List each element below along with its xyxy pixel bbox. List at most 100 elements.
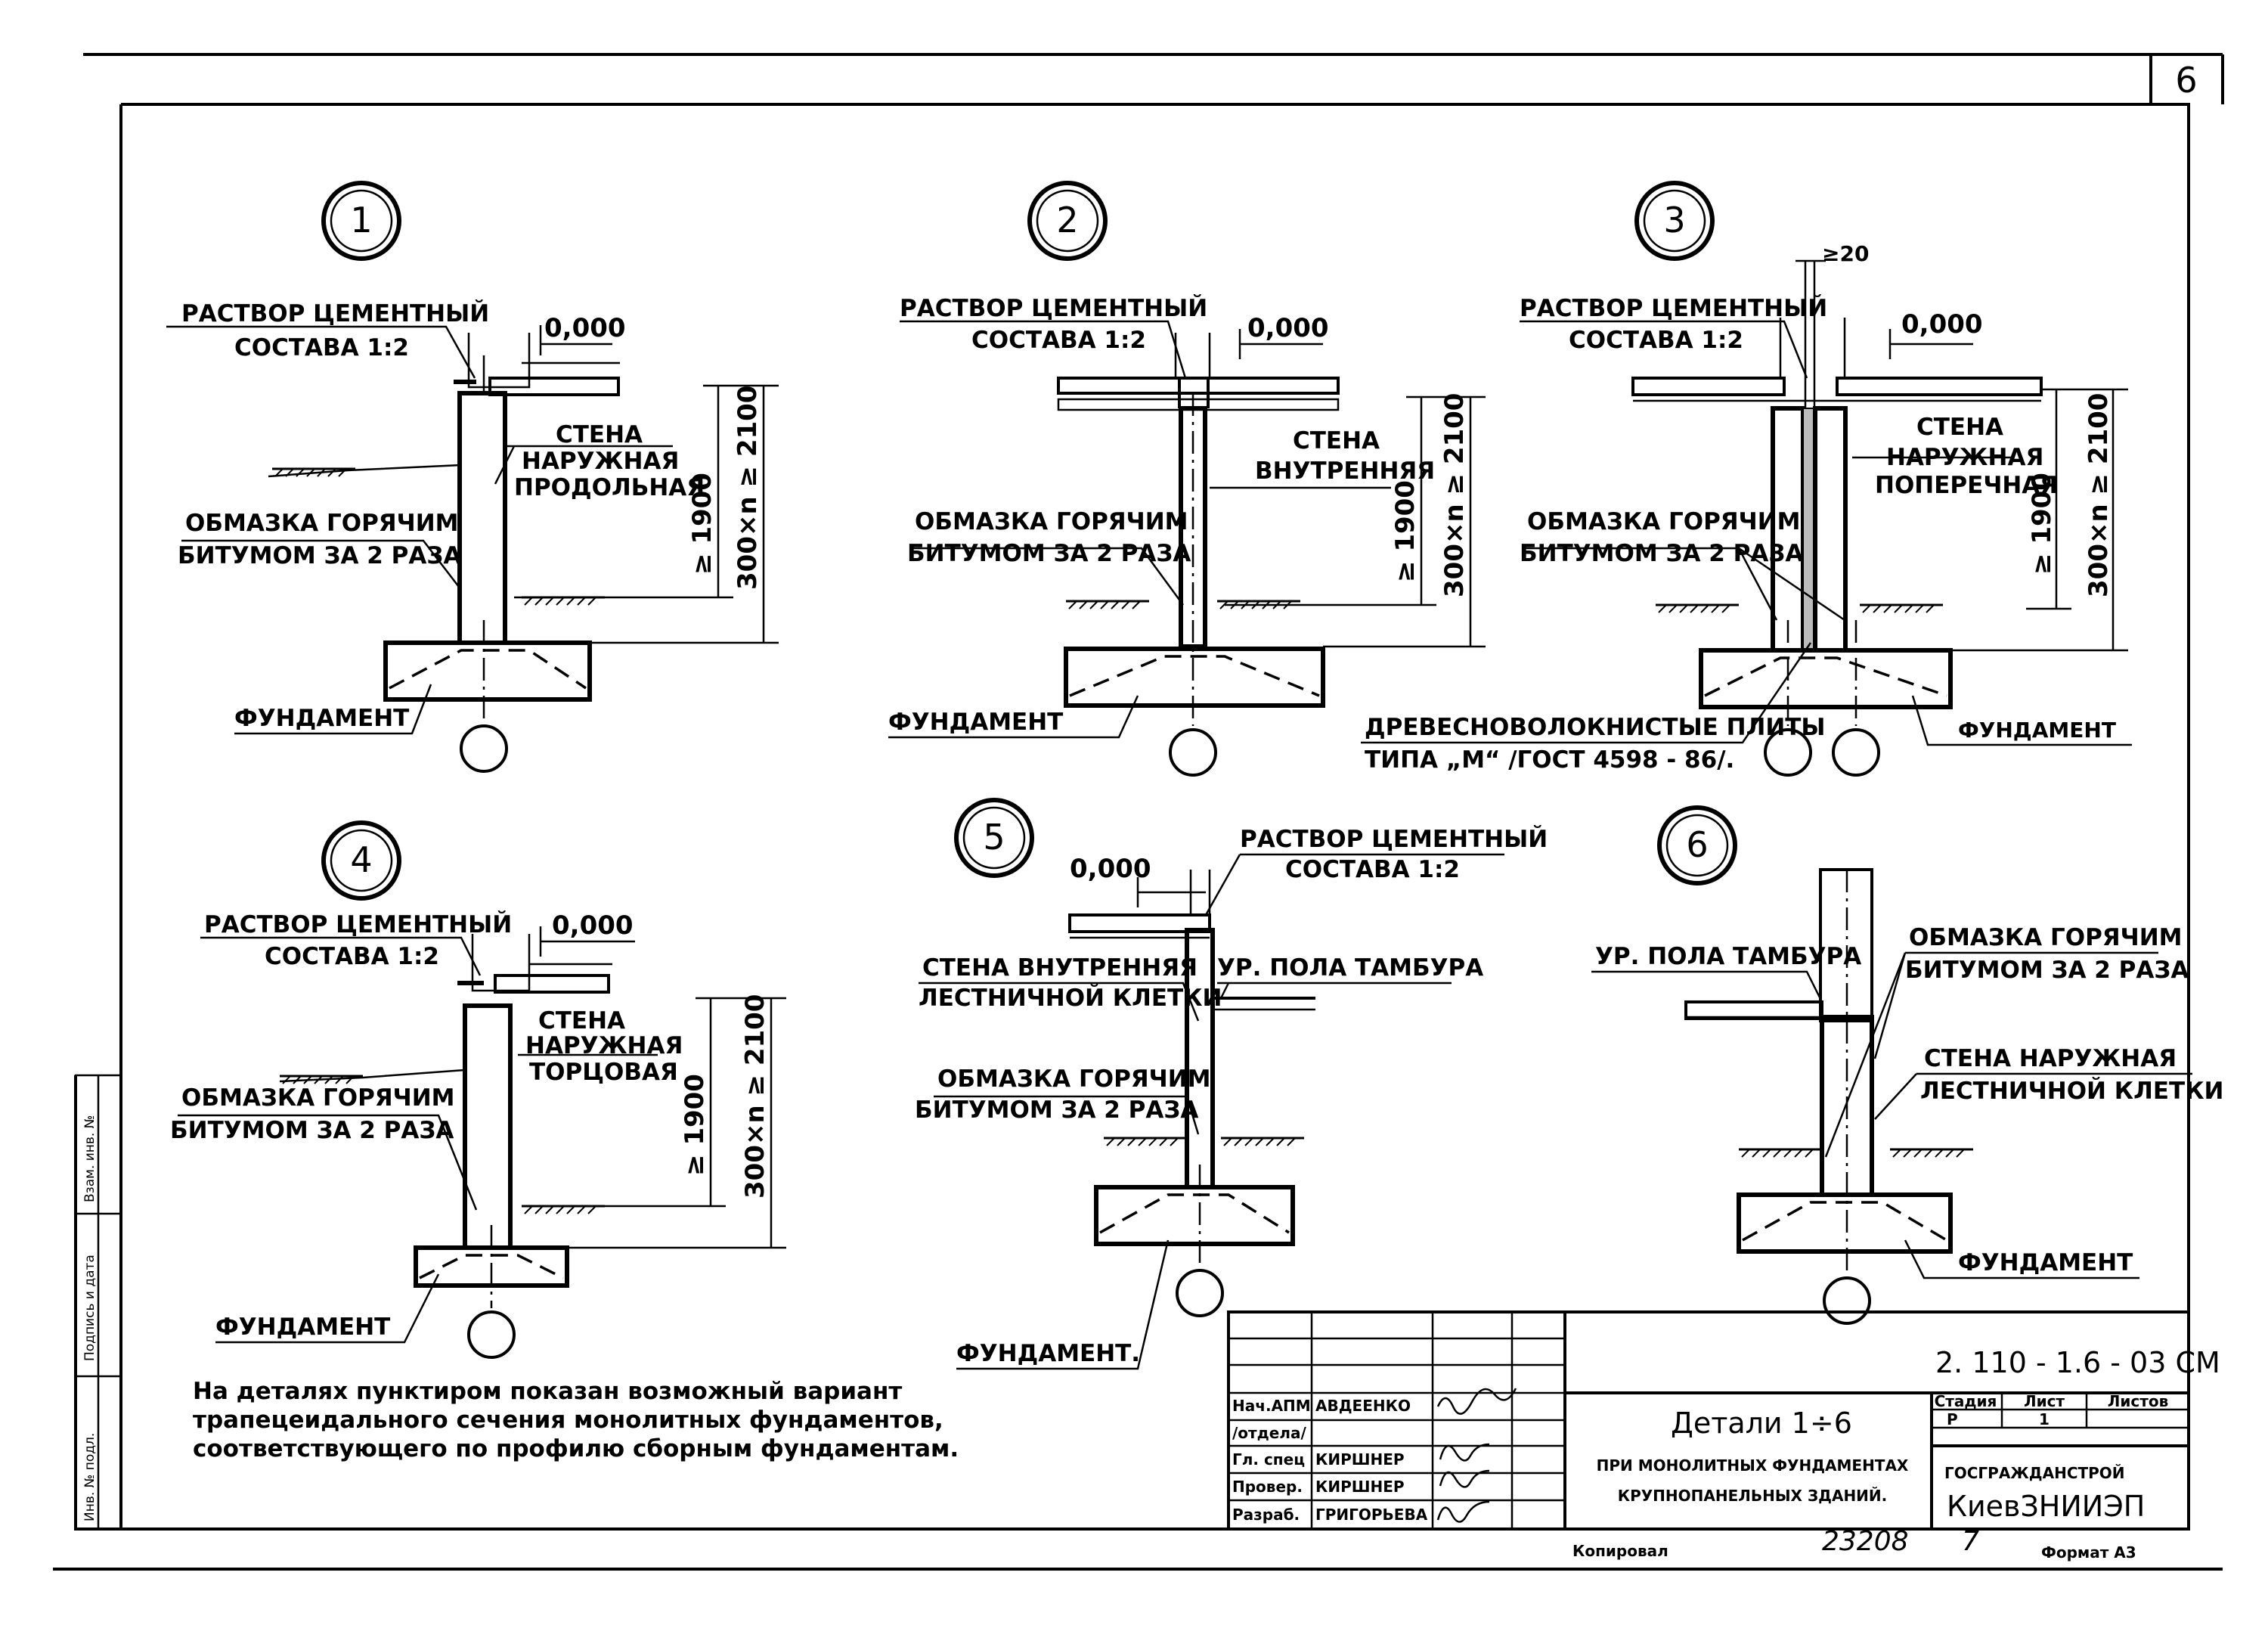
detail-1-dim-b: 300×n ≥ 2100 [733,386,763,590]
svg-text:1: 1 [350,200,372,240]
detail-1-coating-1: ОБМАЗКА ГОРЯЧИМ [185,510,459,537]
detail-4-dim-a: ≥ 1900 [680,1074,710,1176]
detail-3-level: 0,000 [1901,309,1983,340]
detail-4-wall-3: ТОРЦОВАЯ [529,1059,678,1086]
title-block-stage: Р [1947,1410,1958,1428]
detail-1-mortar-1: РАСТВОР ЦЕМЕНТНЫЙ [181,300,489,327]
detail-1-marker [321,181,401,261]
detail-4-dim-b: 300×n ≥ 2100 [740,994,770,1199]
detail-1-foundation [383,640,592,702]
detail-3-wall-2: НАРУЖНАЯ [1886,444,2043,471]
detail-3-foundation: ФУНДАМЕНТ [1958,718,2116,743]
note-line-2: трапецеидального сечения монолитных фунд… [193,1407,943,1434]
detail-4-level: 0,000 [552,910,634,941]
detail-5-foundation [1094,1185,1295,1246]
person-role-3: Провер. [1232,1478,1303,1496]
person-name-2: КИРШНЕР [1315,1450,1405,1469]
detail-4-wall-2: НАРУЖНАЯ [525,1032,683,1059]
detail-3-boards-1: ДРЕВЕСНОВОЛОКНИСТЫЕ ПЛИТЫ [1365,714,1826,741]
detail-3-wall-right [1813,406,1848,653]
title-block-code: 2. 110 - 1.6 - 03 СМ [1935,1346,2220,1379]
detail-2-coating-1: ОБМАЗКА ГОРЯЧИМ [915,508,1188,535]
detail-4-wall-1: СТЕНА [538,1007,625,1034]
detail-1-coating-2: БИТУМОМ ЗА 2 РАЗА [178,542,461,569]
detail-4-coating-1: ОБМАЗКА ГОРЯЧИМ [181,1084,455,1112]
detail-3-wall-3: ПОПЕРЕЧНАЯ [1875,472,2058,499]
detail-1-wall [457,391,507,645]
detail-3-mortar-2: СОСТАВА 1:2 [1569,327,1743,354]
person-name-4: ГРИГОРЬЕВА [1315,1506,1428,1524]
title-block-stage-label: Стадия [1935,1392,1997,1410]
title-block-subtitle-2: КРУПНОПАНЕЛЬНЫХ ЗДАНИЙ. [1618,1487,1888,1505]
side-stamp [74,1074,122,1531]
detail-4-marker [321,820,401,901]
person-role-1: /отдела/ [1232,1424,1306,1442]
detail-6-foundation [1737,1193,1953,1254]
detail-2-foundation: ФУНДАМЕНТ [888,709,1063,736]
detail-5-marker [954,798,1034,878]
detail-6-floor: УР. ПОЛА ТАМБУРА [1595,943,1861,970]
detail-2-wall-1: СТЕНА [1293,427,1380,454]
detail-3-dim-a: ≥ 1900 [2027,473,2057,575]
svg-text:5: 5 [983,817,1005,858]
detail-5-mortar-2: СОСТАВА 1:2 [1285,856,1460,883]
title-block-subtitle-1: ПРИ МОНОЛИТНЫХ ФУНДАМЕНТАХ [1597,1456,1909,1475]
detail-1-dim-a: ≥ 1900 [687,473,717,575]
footer-inventory: 23208 [1822,1526,1909,1557]
detail-6-wall-2: ЛЕСТНИЧНОЙ КЛЕТКИ [1920,1078,2224,1105]
detail-1-wall-1: СТЕНА [556,421,643,448]
detail-5-foundation: ФУНДАМЕНТ. [956,1340,1140,1367]
title-block-sheet: 1 [2039,1410,2050,1428]
detail-2-level: 0,000 [1247,313,1329,343]
title-block-title: Детали 1÷6 [1671,1407,1852,1440]
detail-4-coating-2: БИТУМОМ ЗА 2 РАЗА [170,1117,454,1144]
detail-4-foundation: ФУНДАМЕНТ [215,1313,390,1341]
detail-4-mortar-2: СОСТАВА 1:2 [265,943,439,970]
detail-6-coating-2: БИТУМОМ ЗА 2 РАЗА [1905,957,2189,984]
title-block-sheet-label: Лист [2024,1392,2065,1410]
detail-2: 2 [888,181,1486,777]
detail-3-boards-2: ТИПА „М“ /ГОСТ 4598 - 86/. [1365,746,1734,774]
detail-1-foundation: ФУНДАМЕНТ [234,705,409,732]
detail-5-coating-1: ОБМАЗКА ГОРЯЧИМ [937,1065,1211,1093]
detail-6-coating-1: ОБМАЗКА ГОРЯЧИМ [1909,924,2183,951]
svg-text:6: 6 [1686,824,1708,865]
footer-format: Формат А3 [2041,1543,2136,1562]
detail-3-dim-b: 300×n ≥ 2100 [2084,393,2114,597]
detail-2-coating-2: БИТУМОМ ЗА 2 РАЗА [907,540,1191,567]
person-name-0: АВДЕЕНКО [1315,1397,1411,1415]
title-block-org: ГОСГРАЖДАНСТРОЙ [1944,1464,2125,1482]
detail-3-wall-1: СТЕНА [1916,414,2003,441]
detail-4: 4 [178,820,786,1359]
title-block [1227,1310,2190,1531]
detail-3-coating-2: БИТУМОМ ЗА 2 РАЗА [1520,540,1803,567]
detail-2-dim-a: ≥ 1900 [1390,480,1421,582]
person-name-3: КИРШНЕР [1315,1478,1405,1496]
detail-6-wall-1: СТЕНА НАРУЖНАЯ [1924,1045,2177,1072]
detail-5-wall-2: ЛЕСТНИЧНОЙ КЛЕТКИ [919,985,1222,1012]
svg-text:3: 3 [1663,200,1685,240]
footer-page-index: 7 [1962,1526,1979,1557]
detail-5: 5 [919,798,1504,1370]
detail-4-wall [463,1003,513,1250]
detail-5-mortar-1: РАСТВОР ЦЕМЕНТНЫЙ [1240,826,1548,853]
detail-5-floor: УР. ПОЛА ТАМБУРА [1217,954,1483,982]
sheet-number: 6 [2175,60,2197,101]
detail-3: 3 [1361,181,2132,777]
detail-2-dim-b: 300×n ≥ 2100 [1439,393,1470,597]
detail-3-mortar-1: РАСТВОР ЦЕМЕНТНЫЙ [1520,295,1827,322]
detail-1-level: 0,000 [544,313,626,343]
detail-3-gap: ≥20 [1822,241,1869,266]
detail-2-wall-2: ВНУТРЕННЯЯ [1255,457,1435,485]
title-block-sheets-label: Листов [2108,1392,2168,1410]
detail-1: 1 [166,181,779,773]
detail-5-coating-2: БИТУМОМ ЗА 2 РАЗА [915,1096,1198,1124]
side-stamp-replace: Взам. инв. № [82,1115,98,1202]
detail-1-wall-2: НАРУЖНАЯ [522,448,679,475]
note-line-1: На деталях пунктиром показан возможный в… [193,1378,902,1405]
detail-6-marker [1657,805,1737,885]
detail-2-foundation [1064,647,1325,708]
detail-6-foundation: ФУНДАМЕНТ [1958,1249,2133,1276]
detail-3-coating-1: ОБМАЗКА ГОРЯЧИМ [1527,508,1801,535]
footer-copied: Копировал [1572,1542,1668,1560]
